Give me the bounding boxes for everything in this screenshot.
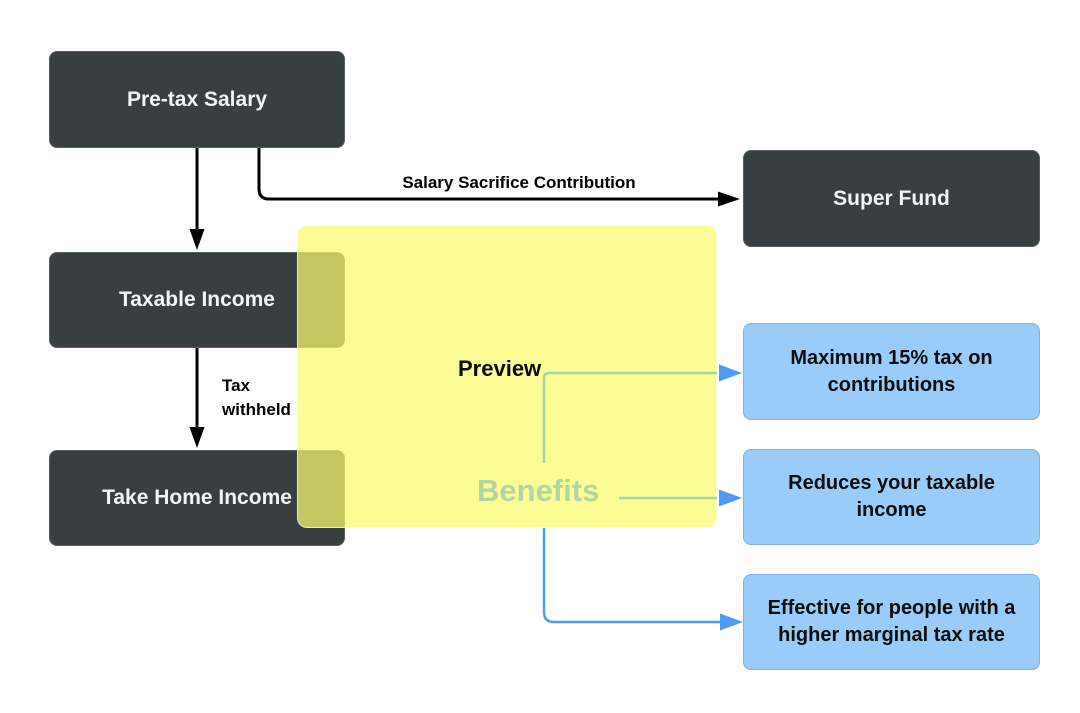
node-benefit-higher-marginal-rate: Effective for people with a higher margi… [743, 574, 1040, 670]
arrow-taxable-to-takehome [189, 348, 205, 448]
overlay-preview-label: Preview [458, 356, 542, 381]
node-benefit-max-15-tax-label: Maximum 15% tax on contributions [790, 346, 993, 396]
edge-label-tax-withheld: Tax withheld [222, 376, 291, 419]
node-benefits-label: Benefits [477, 473, 600, 508]
connector-benefits-to-higher-marginal-rate [542, 528, 743, 631]
arrow-pretax-to-taxable [189, 148, 205, 250]
node-super-fund: Super Fund [743, 150, 1040, 247]
node-pretax-salary-label: Pre-tax Salary [126, 87, 268, 111]
node-benefit-higher-marginal-rate-label: Effective for people with a higher margi… [767, 597, 1016, 646]
node-benefit-reduces-taxable-income: Reduces your taxable income [743, 449, 1040, 545]
node-take-home-income: Take Home Income [49, 450, 345, 546]
node-taxable-income: Taxable Income [49, 252, 345, 348]
node-pretax-salary: Pre-tax Salary [49, 51, 345, 148]
node-super-fund-label: Super Fund [833, 186, 950, 210]
node-taxable-income-label: Taxable Income [118, 288, 275, 311]
node-benefit-max-15-tax: Maximum 15% tax on contributions [743, 323, 1040, 420]
edge-label-salary-sacrifice-contribution: Salary Sacrifice Contribution [402, 173, 636, 192]
node-take-home-income-label: Take Home Income [102, 486, 292, 509]
node-benefit-reduces-taxable-income-label: Reduces your taxable income [788, 472, 995, 521]
